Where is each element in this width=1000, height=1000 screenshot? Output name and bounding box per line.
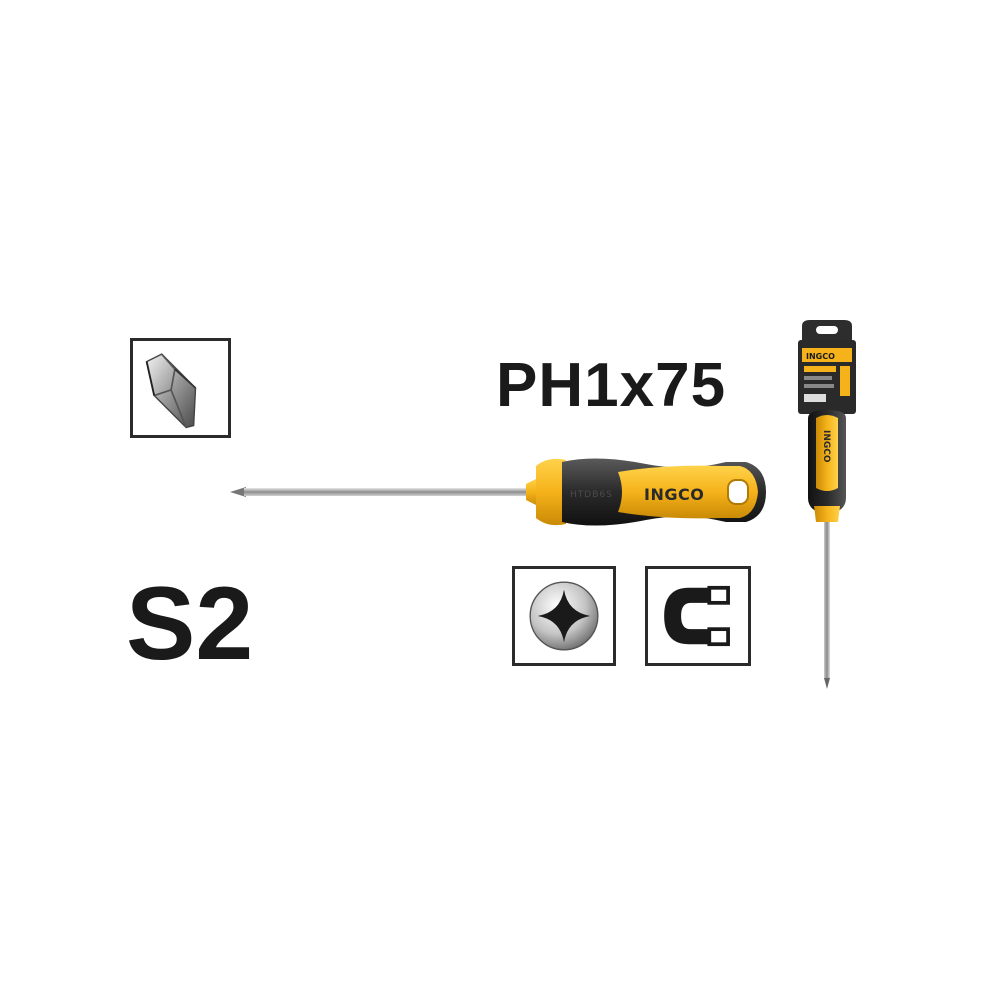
size-label: PH1x75 — [496, 351, 727, 420]
brand-logo: INGCO — [644, 485, 704, 504]
phillips-tip-icon — [130, 338, 231, 438]
packaged-screwdriver-image: INGCO INGCO — [792, 318, 862, 690]
magnet-icon — [645, 566, 751, 666]
phillips-cross-icon — [512, 566, 616, 666]
svg-text:INGCO: INGCO — [821, 430, 831, 463]
svg-text:INGCO: INGCO — [806, 352, 835, 361]
screwdriver-image: HTDB6S INGCO — [226, 448, 770, 536]
svg-text:HTDB6S: HTDB6S — [570, 490, 613, 500]
material-label: S2 — [126, 566, 254, 682]
